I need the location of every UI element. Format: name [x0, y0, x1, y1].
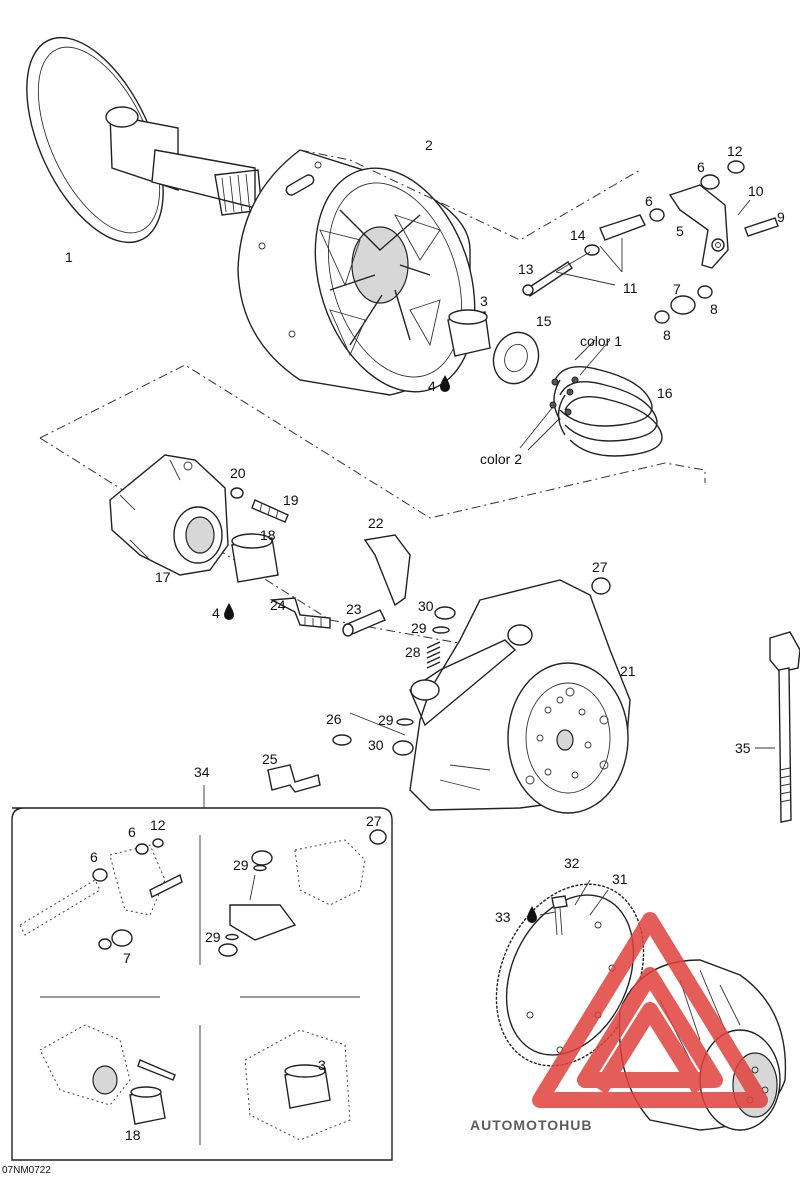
callout-7: 7 — [673, 281, 681, 297]
part-31-ring-gear — [495, 883, 645, 1067]
callout-16: 16 — [657, 385, 673, 401]
callout-32: 32 — [564, 855, 580, 871]
callout-4b: 4 — [212, 605, 220, 621]
callout-29a: 29 — [411, 620, 427, 636]
inset-callout-6b: 6 — [90, 849, 98, 865]
callout-21: 21 — [620, 663, 636, 679]
leader-lines — [349, 251, 616, 916]
watermark-triangle-icon — [532, 912, 768, 1108]
callout-26: 26 — [326, 711, 342, 727]
part-2-movable-sheave — [237, 149, 641, 396]
oil-drop-icon — [440, 375, 450, 392]
callout-10: 10 — [748, 183, 764, 199]
callout-30b: 30 — [368, 737, 384, 753]
callout-27: 27 — [592, 559, 608, 575]
inset-callout-27: 27 — [366, 813, 382, 829]
callout-28: 28 — [405, 644, 421, 660]
part-17-hub — [109, 454, 289, 583]
callout-2: 2 — [425, 137, 433, 153]
callout-11: 11 — [623, 280, 638, 296]
callout-30a: 30 — [418, 598, 434, 614]
callout-17: 17 — [155, 569, 171, 585]
oil-drop-icon — [527, 906, 537, 923]
callout-4a: 4 — [428, 378, 436, 394]
callout-25: 25 — [262, 751, 278, 767]
callout-24: 24 — [270, 597, 286, 613]
inset-callout-7: 7 — [123, 950, 131, 966]
callout-9: 9 — [777, 209, 785, 225]
watermark-logo: AUTOMOTOHUB — [470, 912, 768, 1133]
callout-5: 5 — [676, 223, 684, 239]
callout-22: 22 — [368, 515, 384, 531]
callout-33: 33 — [495, 909, 511, 925]
lever-assembly-upper — [522, 160, 779, 324]
callout-color-1: color 1 — [580, 333, 622, 349]
callout-23: 23 — [346, 601, 362, 617]
inset-callout-12: 12 — [150, 817, 166, 833]
callout-14: 14 — [570, 227, 586, 243]
callout-19: 19 — [283, 492, 299, 508]
callout-31: 31 — [612, 871, 628, 887]
part-1-fixed-sheave — [26, 36, 263, 244]
callout-8b: 8 — [710, 301, 718, 317]
inset-panel-34 — [11, 785, 393, 1161]
callout-6a: 6 — [697, 159, 705, 175]
callout-15: 15 — [536, 313, 552, 329]
callout-labels: 1 2 3 4 5 6 6 7 8 8 9 10 11 12 13 14 15 … — [65, 137, 785, 925]
part-35-long-bolt — [755, 631, 800, 823]
callout-29b: 29 — [378, 712, 394, 728]
inset-callout-18: 18 — [125, 1127, 141, 1143]
diagram-code: 07NM0722 — [2, 1165, 51, 1176]
inset-callout-29b: 29 — [205, 929, 221, 945]
inset-labels: 12 6 6 7 27 29 29 18 3 — [90, 813, 382, 1143]
inset-callout-3: 3 — [318, 1057, 326, 1073]
callout-8a: 8 — [663, 327, 671, 343]
callout-12: 12 — [727, 143, 743, 159]
callout-18: 18 — [260, 527, 276, 543]
parts-22-23-24 — [269, 534, 411, 637]
watermark-text: AUTOMOTOHUB — [470, 1117, 592, 1133]
callout-13: 13 — [518, 261, 534, 277]
callout-6b: 6 — [645, 193, 653, 209]
callout-20: 20 — [230, 465, 246, 481]
part-21-housing — [267, 577, 631, 814]
bushing-spring-group — [447, 309, 663, 457]
callout-1: 1 — [65, 249, 73, 265]
inset-callout-29a: 29 — [233, 857, 249, 873]
callout-34: 34 — [194, 764, 210, 780]
oil-drop-icon — [224, 603, 234, 620]
callout-color-2: color 2 — [480, 451, 522, 467]
callout-35: 35 — [735, 740, 751, 756]
inset-callout-6a: 6 — [128, 824, 136, 840]
callout-3: 3 — [480, 293, 488, 309]
